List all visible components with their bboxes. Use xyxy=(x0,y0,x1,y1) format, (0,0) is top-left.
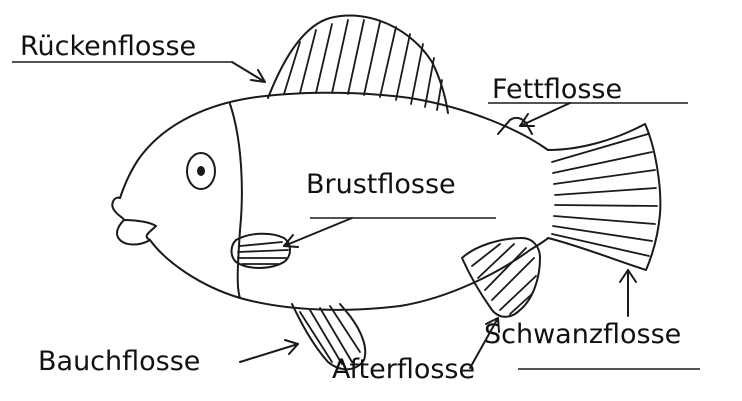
label-pectoral-fin: Brustflosse xyxy=(284,169,496,247)
label-dorsal-fin: Rückenflosse xyxy=(12,31,265,82)
fish-eye xyxy=(187,153,215,189)
anal-fin xyxy=(462,238,540,317)
label-pectoral-fin-text: Brustflosse xyxy=(306,169,456,200)
pectoral-fin xyxy=(232,234,291,268)
pectoral-fin-pointer-line xyxy=(284,218,352,246)
label-pelvic-fin-text: Bauchflosse xyxy=(38,346,200,377)
dorsal-fin-arrowhead xyxy=(251,70,265,82)
fish-body xyxy=(112,93,548,310)
label-dorsal-fin-text: Rückenflosse xyxy=(20,31,196,62)
label-adipose-fin-text: Fettflosse xyxy=(492,74,622,105)
label-caudal-fin-text: Schwanzflosse xyxy=(484,319,681,350)
dorsal-fin xyxy=(268,16,448,113)
label-pelvic-fin: Bauchflosse xyxy=(38,340,298,377)
label-anal-fin-text: Afterflosse xyxy=(332,354,475,385)
caudal-fin xyxy=(548,124,660,270)
